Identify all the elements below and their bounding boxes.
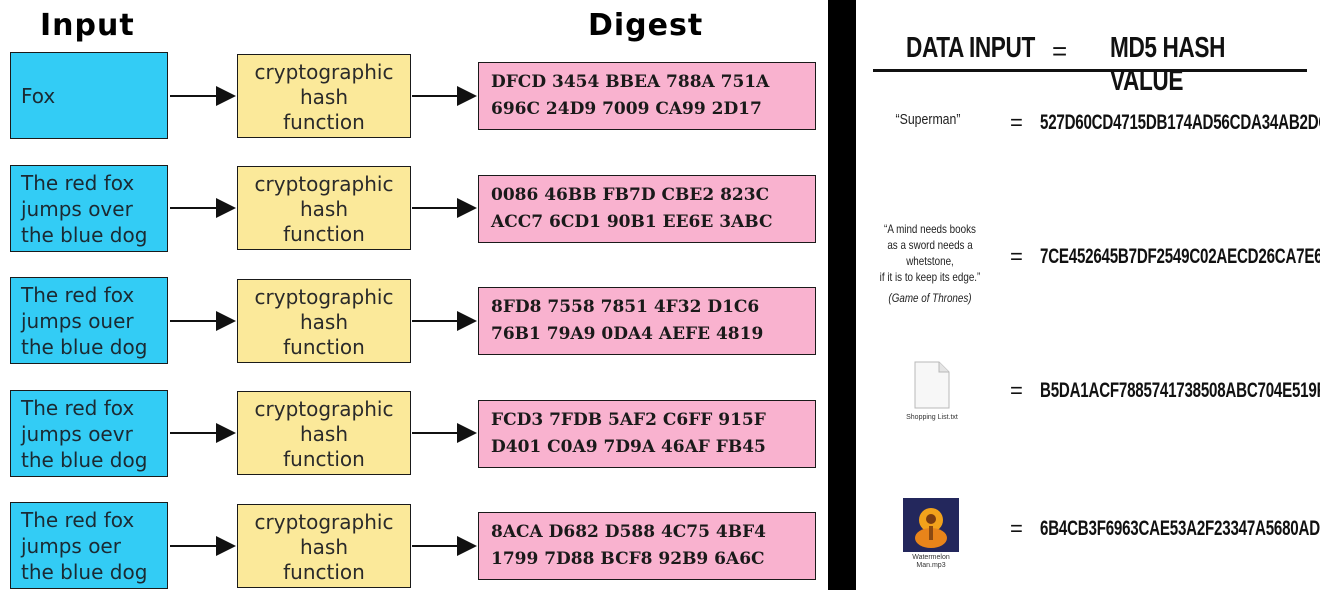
header-rule bbox=[873, 69, 1307, 72]
function-label-line: cryptographic bbox=[254, 510, 394, 534]
md5-hash-4: 6B4CB3F6963CAE53A2F23347A5680AD7 bbox=[1040, 517, 1320, 540]
digest-line: ACC7 6CD1 90B1 EE6E 3ABC bbox=[491, 212, 773, 232]
document-file-icon bbox=[914, 361, 950, 409]
digest-line: 76B1 79A9 0DA4 AEFE 4819 bbox=[491, 324, 764, 344]
md5-hash-value-header: MD5 HASH VALUE bbox=[1110, 32, 1226, 97]
function-label-line: hash bbox=[299, 310, 349, 334]
function-label-line: hash bbox=[299, 197, 349, 221]
digest-line: 0086 46BB FB7D CBE2 823C bbox=[491, 185, 770, 205]
function-label-line: cryptographic bbox=[254, 60, 394, 84]
function-label-line: cryptographic bbox=[254, 285, 394, 309]
input-box-4: The red fox jumps oevr the blue dog bbox=[10, 390, 168, 477]
md5-hash-1: 527D60CD4715DB174AD56CDA34AB2DCE bbox=[1040, 111, 1320, 134]
digest-box-4: FCD3 7FDB 5AF2 C6FF 915F D401 C0A9 7D9A 4… bbox=[478, 400, 816, 468]
md5-hash-2: 7CE452645B7DF2549C02AECD26CA7E67 bbox=[1040, 245, 1320, 268]
function-label-line: function bbox=[283, 110, 365, 134]
function-label-line: cryptographic bbox=[254, 397, 394, 421]
hash-function-box-5: cryptographic hash function bbox=[237, 504, 411, 588]
hash-function-box-4: cryptographic hash function bbox=[237, 391, 411, 475]
input-box-1: Fox bbox=[10, 52, 168, 139]
file-name-label: Watermelon Man.mp3 bbox=[896, 554, 966, 570]
album-art-icon bbox=[903, 498, 959, 552]
input-box-2: The red fox jumps over the blue dog bbox=[10, 165, 168, 252]
quote-line: if it is to keep its edge.” bbox=[879, 270, 981, 284]
flow-arrows bbox=[170, 86, 477, 556]
digest-box-5: 8ACA D682 D588 4C75 4BF4 1799 7D88 BCF8 9… bbox=[478, 512, 816, 580]
function-label-line: hash bbox=[299, 535, 349, 559]
function-label-line: cryptographic bbox=[254, 172, 394, 196]
digest-box-1: DFCD 3454 BBEA 788A 751A 696C 24D9 7009 C… bbox=[478, 62, 816, 130]
quote-source: (Game of Thrones) bbox=[888, 291, 972, 305]
function-label-line: hash bbox=[299, 85, 349, 109]
quote-line: as a sword needs a whetstone, bbox=[887, 238, 973, 268]
hash-diagram-panel: Input Digest Fox cryptographic hash func… bbox=[0, 0, 828, 590]
digest-line: FCD3 7FDB 5AF2 C6FF 915F bbox=[491, 410, 766, 430]
header-equals: = bbox=[1052, 36, 1068, 66]
file-name-label: Shopping List.txt bbox=[906, 414, 958, 421]
md5-table-panel: DATA INPUT = MD5 HASH VALUE “Superman” =… bbox=[856, 0, 1320, 590]
hash-function-box-3: cryptographic hash function bbox=[237, 279, 411, 363]
digest-header: Digest bbox=[588, 8, 704, 43]
digest-line: 8ACA D682 D588 4C75 4BF4 bbox=[491, 522, 766, 542]
equals-sign: = bbox=[1010, 244, 1023, 269]
digest-line: DFCD 3454 BBEA 788A 751A bbox=[491, 72, 770, 92]
function-label-line: function bbox=[283, 447, 365, 471]
digest-box-3: 8FD8 7558 7851 4F32 D1C6 76B1 79A9 0DA4 A… bbox=[478, 287, 816, 355]
digest-box-2: 0086 46BB FB7D CBE2 823C ACC7 6CD1 90B1 E… bbox=[478, 175, 816, 243]
equals-sign: = bbox=[1010, 110, 1023, 135]
input-box-5: The red fox jumps oer the blue dog bbox=[10, 502, 168, 589]
file-name-line: Watermelon bbox=[912, 554, 950, 561]
digest-line: D401 C0A9 7D9A 46AF FB45 bbox=[491, 437, 766, 457]
got-quote: “A mind needs books as a sword needs a w… bbox=[864, 221, 995, 306]
digest-line: 1799 7D88 BCF8 92B9 6A6C bbox=[491, 549, 765, 569]
hash-function-box-2: cryptographic hash function bbox=[237, 166, 411, 250]
function-label-line: hash bbox=[299, 422, 349, 446]
function-label-line: function bbox=[283, 335, 365, 359]
function-label-line: function bbox=[283, 560, 365, 584]
data-input-header: DATA INPUT bbox=[906, 32, 1035, 64]
input-header: Input bbox=[40, 8, 135, 43]
equals-sign: = bbox=[1010, 378, 1023, 403]
superman-input: “Superman” bbox=[895, 111, 961, 128]
hash-function-box-1: cryptographic hash function bbox=[237, 54, 411, 138]
equals-sign: = bbox=[1010, 516, 1023, 541]
input-box-3: The red fox jumps ouer the blue dog bbox=[10, 277, 168, 364]
md5-hash-3: B5DA1ACF7885741738508ABC704E519F bbox=[1040, 379, 1320, 402]
digest-line: 8FD8 7558 7851 4F32 D1C6 bbox=[491, 297, 760, 317]
function-label-line: function bbox=[283, 222, 365, 246]
digest-line: 696C 24D9 7009 CA99 2D17 bbox=[491, 99, 762, 119]
quote-line: “A mind needs books bbox=[884, 222, 976, 236]
file-name-line: Man.mp3 bbox=[916, 562, 946, 569]
